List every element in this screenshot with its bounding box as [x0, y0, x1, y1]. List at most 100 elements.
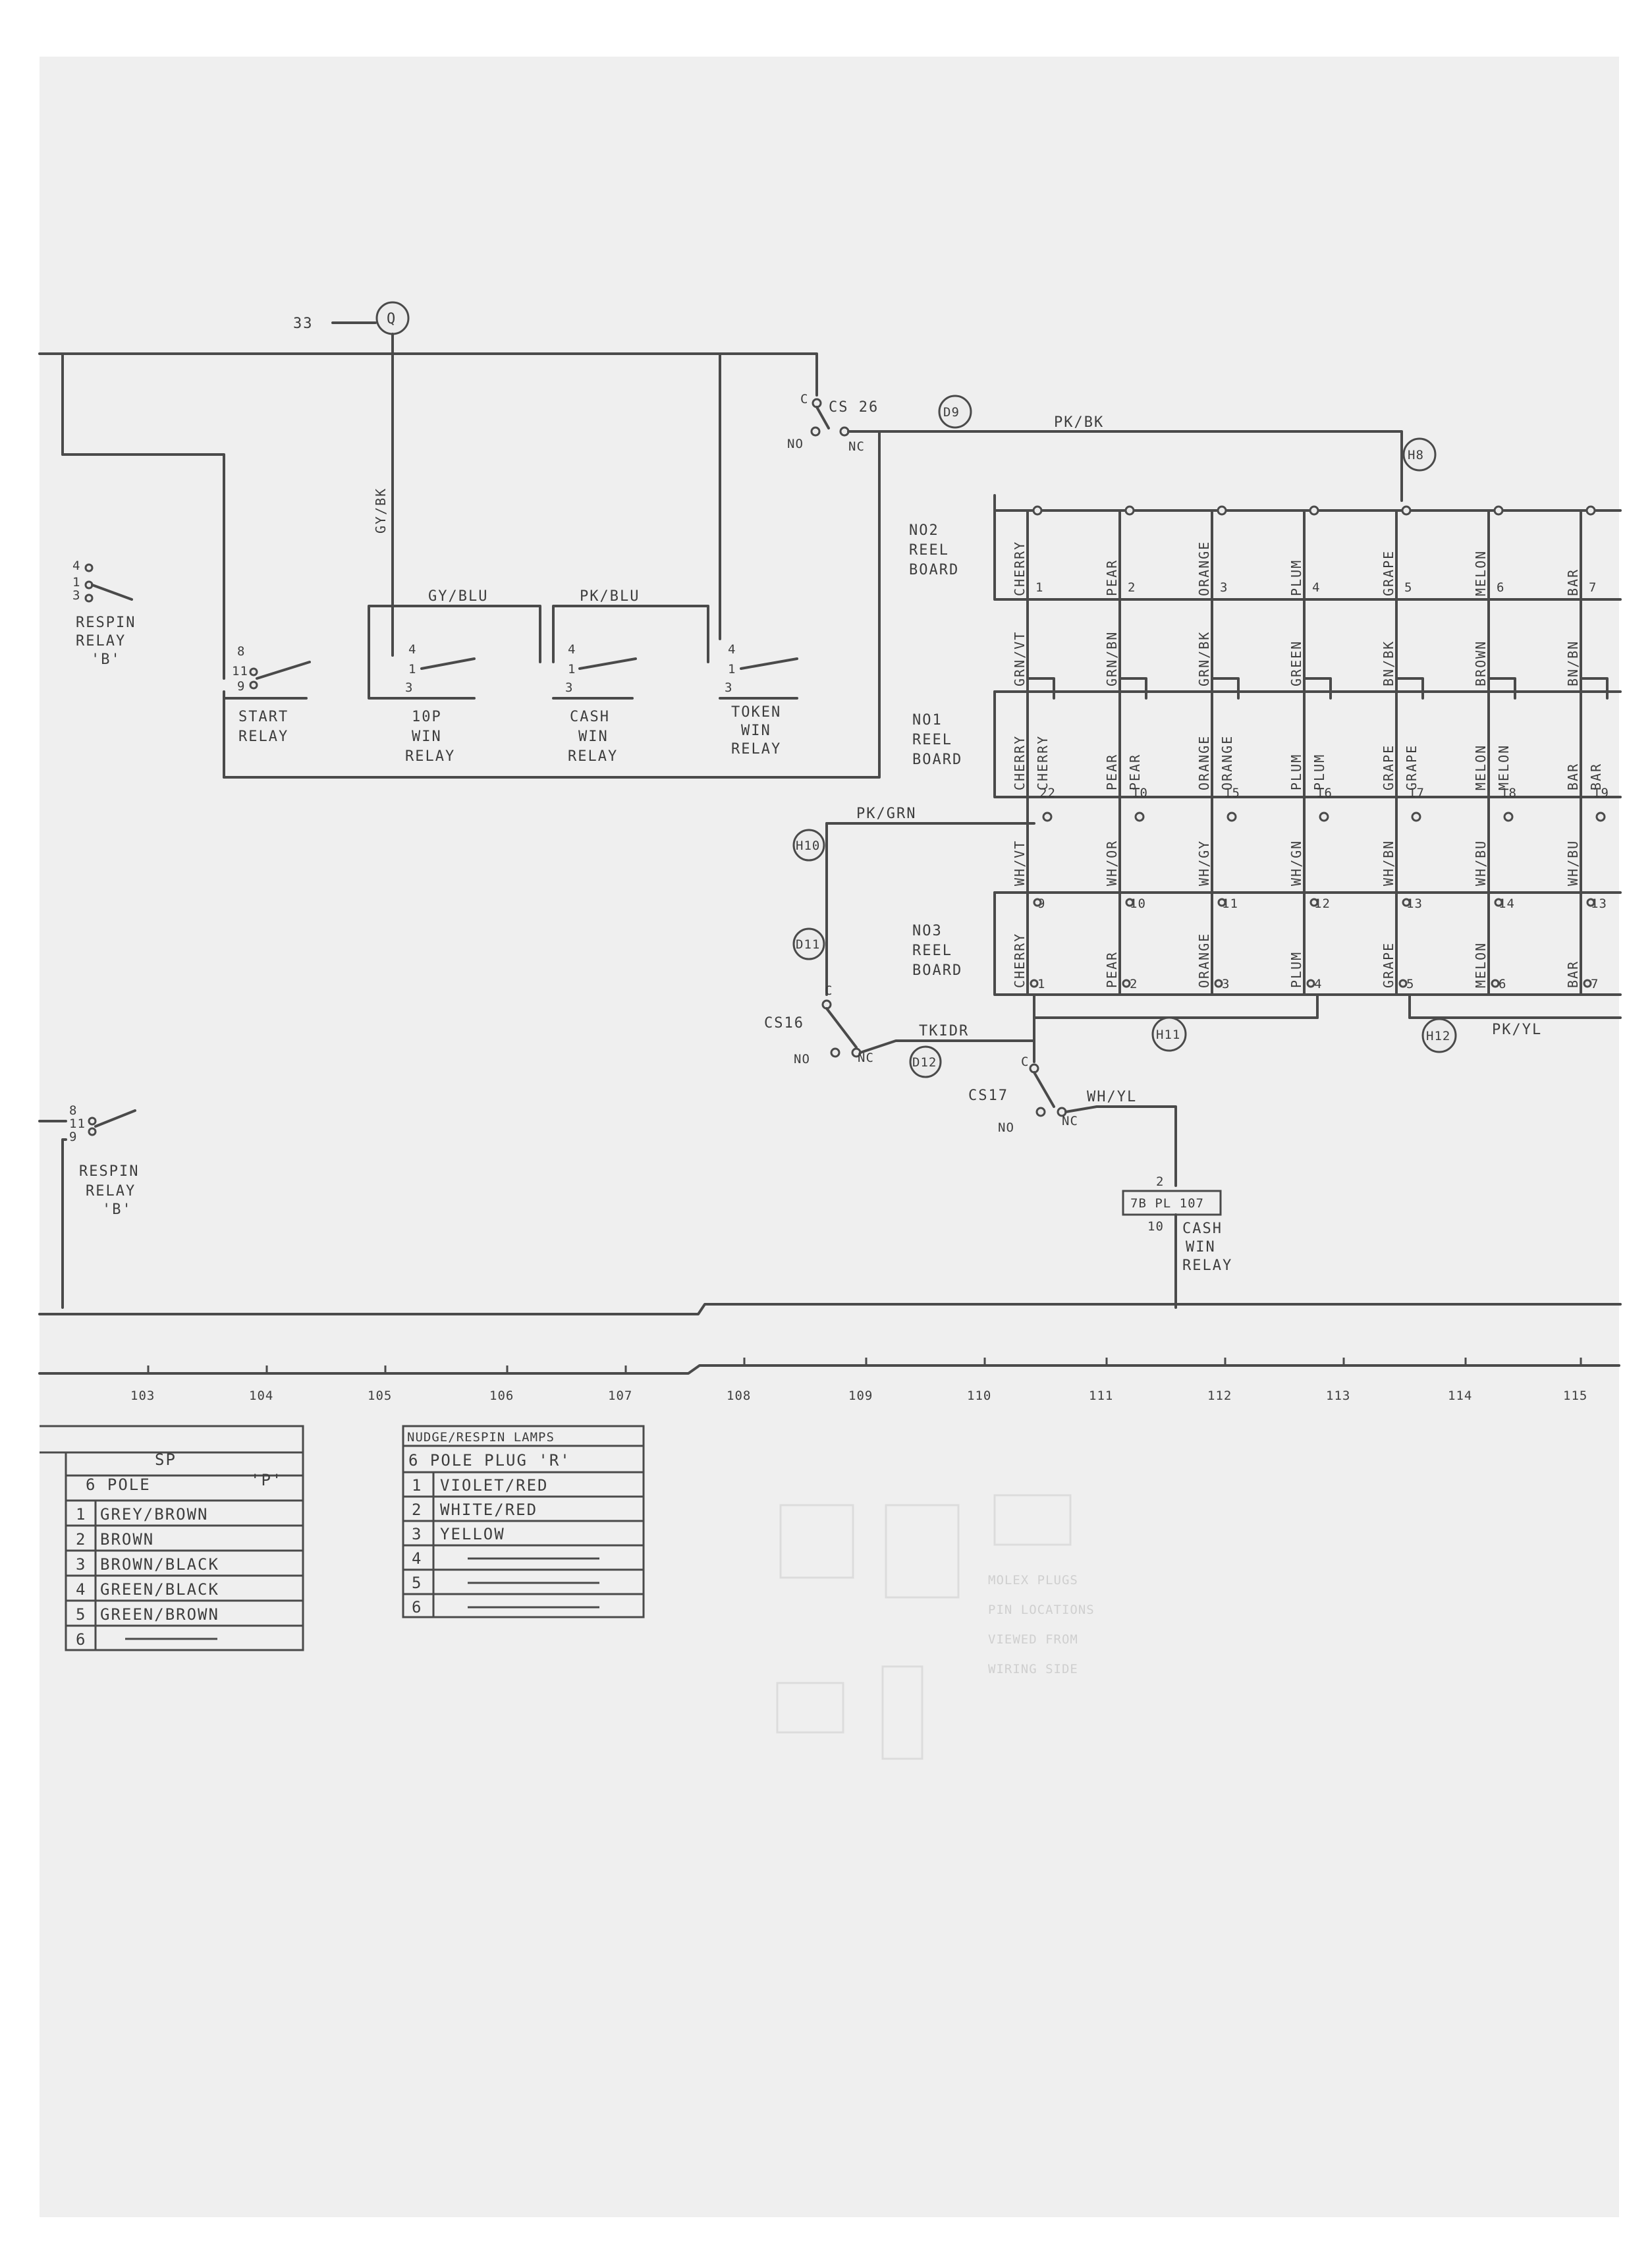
wire-label-mid: GRN/BK — [1196, 631, 1212, 686]
svg-text:BOARD: BOARD — [909, 562, 959, 578]
symbol-label-no1b: PEAR — [1127, 754, 1143, 790]
10p-win-relay: 4 1 3 10P WIN RELAY — [368, 605, 476, 765]
reel-jumper — [1487, 677, 1516, 700]
svg-text:RELAY: RELAY — [731, 741, 781, 758]
svg-text:PIN LOCATIONS: PIN LOCATIONS — [988, 1603, 1095, 1617]
svg-text:3: 3 — [565, 680, 573, 695]
pin-label-no2: 7 — [1589, 580, 1597, 595]
svg-text:C: C — [825, 983, 833, 998]
svg-text:RELAY: RELAY — [238, 729, 289, 745]
svg-text:H8: H8 — [1408, 448, 1424, 462]
nudge-subtitle: 6 POLE PLUG 'R' — [408, 1451, 571, 1470]
sp-row-number: 4 — [76, 1580, 86, 1599]
top-rail — [38, 352, 818, 640]
svg-text:1: 1 — [728, 662, 736, 676]
symbol-label-no2: PEAR — [1104, 559, 1120, 596]
pin-label-no3-bottom: 3 — [1222, 977, 1230, 991]
ruler-number: 111 — [1089, 1389, 1113, 1403]
reel-contact — [1217, 898, 1226, 907]
pin-label-no2: 4 — [1312, 580, 1320, 595]
symbol-label-no1b: PLUM — [1311, 754, 1327, 790]
wire-label-low: WH/BN — [1381, 840, 1396, 886]
node-h10: H10 — [796, 839, 820, 853]
pin-label-no3-bottom: 5 — [1406, 977, 1414, 991]
sp-plug: 'P' — [250, 1471, 283, 1489]
respin-feed — [61, 453, 225, 680]
svg-text:BOARD: BOARD — [912, 752, 962, 768]
svg-text:WIN: WIN — [412, 729, 442, 745]
svg-text:WIN: WIN — [578, 729, 609, 745]
reel-boards: NO2 REEL BOARD NO1 REEL BOARD NO3 REEL B… — [909, 494, 1622, 1019]
pin-label-no1: 15 — [1224, 786, 1240, 800]
token-win-relay: 4 1 3 TOKEN WIN RELAY — [719, 642, 798, 758]
nudge-row-number: 2 — [412, 1501, 422, 1519]
node-d11: D11 — [796, 937, 820, 952]
sp-row-value: GREY/BROWN — [100, 1505, 209, 1524]
symbol-label-no2: CHERRY — [1012, 541, 1028, 596]
svg-text:GY/BK: GY/BK — [373, 487, 389, 534]
ruler-number: 108 — [727, 1389, 751, 1403]
gy-bk-wire: GY/BK — [373, 352, 394, 607]
cs26-no: NO — [787, 437, 804, 451]
svg-text:11: 11 — [69, 1117, 86, 1131]
pin-label-no3-bottom: 4 — [1314, 977, 1322, 991]
symbol-label-no3: PLUM — [1288, 951, 1304, 988]
pin-label-no1: 10 — [1132, 786, 1148, 800]
svg-text:1: 1 — [568, 662, 576, 676]
nudge-row-number: 4 — [412, 1549, 422, 1568]
svg-text:3: 3 — [72, 588, 80, 603]
node-d9: D9 — [938, 395, 972, 429]
start-relay: 8 11 9 START RELAY — [223, 644, 311, 779]
svg-text:2: 2 — [1156, 1174, 1164, 1189]
svg-text:11: 11 — [232, 664, 248, 678]
symbol-label-no1b: MELON — [1496, 744, 1512, 790]
svg-text:CS16: CS16 — [764, 1015, 804, 1032]
reel-contact — [1585, 505, 1596, 516]
svg-text:3: 3 — [405, 680, 413, 695]
symbol-label-no1a: PLUM — [1288, 754, 1304, 790]
symbol-label-no1a: PEAR — [1104, 754, 1120, 790]
svg-text:TOKEN: TOKEN — [731, 704, 781, 721]
reel-contact — [1309, 898, 1319, 907]
wire-label-mid: BN/BN — [1565, 640, 1581, 686]
reel-contact — [1503, 812, 1514, 822]
svg-text:WIN: WIN — [1186, 1239, 1216, 1255]
reel-contact — [1134, 812, 1145, 822]
svg-text:RELAY: RELAY — [1182, 1257, 1232, 1274]
symbol-label-no1b: BAR — [1588, 763, 1604, 790]
svg-text:WH/YL: WH/YL — [1087, 1089, 1137, 1105]
sp-row-value: GREEN/BLACK — [100, 1580, 219, 1599]
reel-contact — [1583, 979, 1592, 988]
svg-text:NC: NC — [1062, 1114, 1078, 1128]
svg-text:MOLEX PLUGS: MOLEX PLUGS — [988, 1573, 1078, 1587]
nudge-row-number: 3 — [412, 1525, 422, 1543]
sp-row-number: 6 — [76, 1630, 86, 1649]
symbol-label-no1a: BAR — [1565, 763, 1581, 790]
svg-text:START: START — [238, 709, 289, 725]
svg-text:RESPIN: RESPIN — [79, 1163, 139, 1180]
switch-cs17: C CS17 NO NC WH/YL — [968, 1039, 1177, 1187]
pin-label-no2: 6 — [1497, 580, 1504, 595]
pin-label-no2: 1 — [1035, 580, 1043, 595]
relay-cross-wires: GY/BLU PK/BLU — [391, 588, 709, 663]
reel-contact — [1226, 812, 1237, 822]
pin-label-no1: 19 — [1593, 786, 1609, 800]
sp-title: SP — [155, 1450, 177, 1469]
ruler-number: 105 — [368, 1389, 392, 1403]
wire-label-low: WH/VT — [1012, 840, 1028, 886]
wire-label-mid: BROWN — [1473, 640, 1489, 686]
pin-label-no1: 17 — [1408, 786, 1425, 800]
symbol-label-no3: GRAPE — [1381, 942, 1396, 988]
node-h12: H12 — [1426, 1029, 1450, 1043]
wire-label-low: WH/GN — [1288, 840, 1304, 886]
svg-text:RELAY: RELAY — [405, 748, 455, 765]
pin-label-no2: 2 — [1128, 580, 1136, 595]
reel-contact — [1494, 898, 1503, 907]
ruler — [38, 1364, 1620, 1375]
cs26-c: C — [800, 392, 808, 406]
reel-contact — [1586, 898, 1595, 907]
svg-text:3: 3 — [725, 680, 732, 695]
